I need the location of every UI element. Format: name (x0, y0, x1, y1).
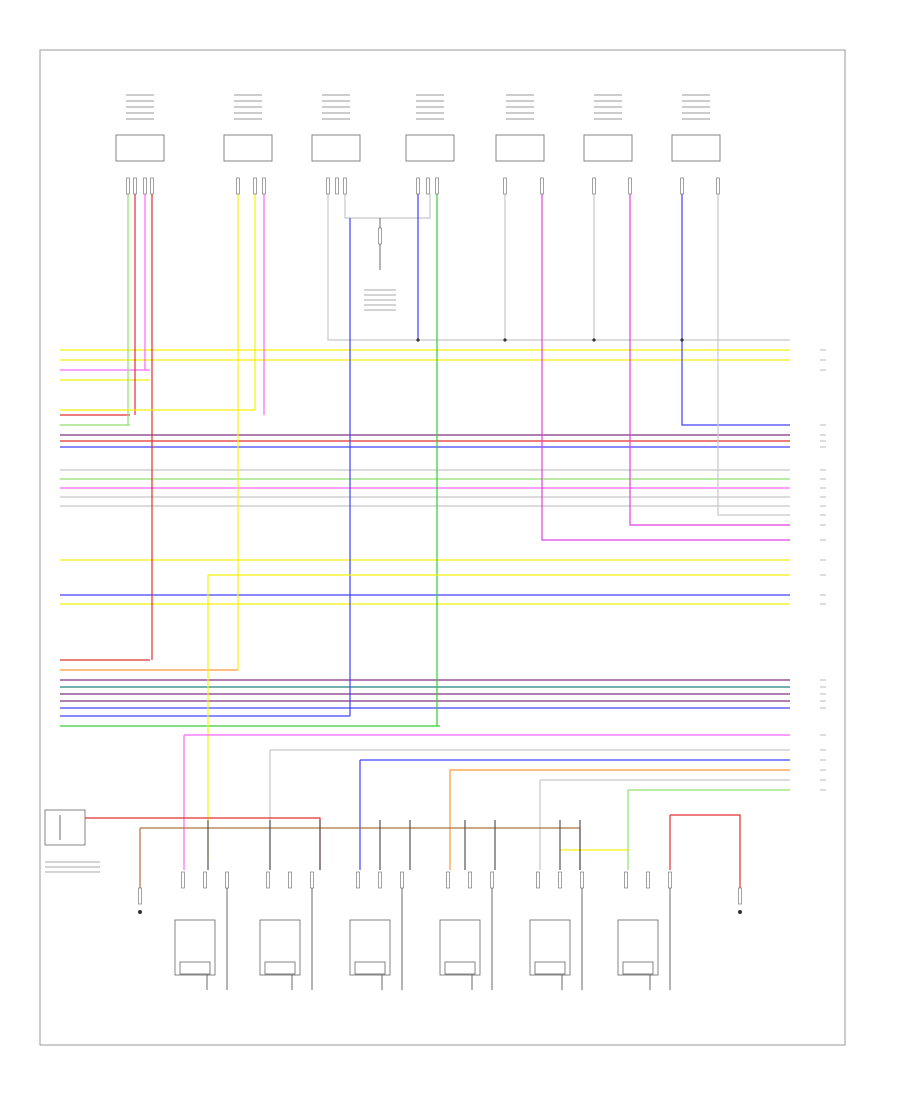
relay-box (44, 809, 86, 846)
bottom-component-window-4 (444, 961, 476, 975)
network-bus-wire (327, 194, 790, 341)
bottom-connector-5 (536, 871, 540, 889)
bottom-connector-5 (580, 871, 584, 889)
bottom-connector-5 (558, 871, 562, 889)
top-module-3 (311, 134, 361, 162)
bottom-connector-6 (624, 871, 628, 889)
wire (717, 194, 790, 516)
top-connector-3 (326, 177, 330, 195)
splice-dot (680, 338, 684, 342)
bottom-connector-2 (266, 871, 270, 889)
top-connector-3 (343, 177, 347, 195)
wire (681, 194, 790, 426)
bottom-connector-6 (646, 871, 650, 889)
left-fuse-connector (138, 887, 142, 905)
right-fuse-terminal (738, 910, 742, 914)
splice-dot (416, 338, 420, 342)
bottom-connector-4 (490, 871, 494, 889)
bottom-connector-3 (400, 871, 404, 889)
bottom-component-window-6 (622, 961, 654, 975)
top-connector-5 (540, 177, 544, 195)
top-connector-1 (133, 177, 137, 195)
top-connector-7 (716, 177, 720, 195)
top-module-5 (495, 134, 545, 162)
top-connector-2 (262, 177, 266, 195)
top-module-4 (405, 134, 455, 162)
ground-connector (378, 227, 382, 245)
diagram-frame (39, 49, 846, 1046)
splice-dot (503, 338, 507, 342)
wires-layer (60, 194, 790, 900)
top-connector-7 (680, 177, 684, 195)
bottom-component-window-2 (264, 961, 296, 975)
top-connector-4 (416, 177, 420, 195)
bottom-connector-2 (288, 871, 292, 889)
bottom-connector-6 (668, 871, 672, 889)
top-module-7 (671, 134, 721, 162)
bottom-connector-1 (225, 871, 229, 889)
top-connector-6 (592, 177, 596, 195)
labels-layer (45, 94, 826, 873)
top-connector-1 (126, 177, 130, 195)
bottom-connector-1 (203, 871, 207, 889)
bottom-connector-3 (378, 871, 382, 889)
wire (670, 814, 741, 900)
components-layer (44, 134, 742, 990)
bottom-connector-4 (446, 871, 450, 889)
top-connector-6 (628, 177, 632, 195)
splice-dot (592, 338, 596, 342)
top-connector-5 (503, 177, 507, 195)
bottom-connector-4 (468, 871, 472, 889)
top-connector-4 (426, 177, 430, 195)
wire (541, 194, 790, 541)
wire (629, 194, 790, 526)
top-connector-2 (236, 177, 240, 195)
bottom-component-window-1 (179, 961, 211, 975)
bottom-connector-3 (356, 871, 360, 889)
bottom-connector-1 (181, 871, 185, 889)
top-module-6 (583, 134, 633, 162)
top-connector-1 (143, 177, 147, 195)
top-module-2 (223, 134, 273, 162)
network-link-wire (344, 194, 431, 219)
top-connector-4 (435, 177, 439, 195)
wire (60, 194, 256, 411)
top-connector-3 (335, 177, 339, 195)
left-fuse-terminal (138, 910, 142, 914)
bottom-connector-2 (310, 871, 314, 889)
top-connector-1 (150, 177, 154, 195)
bottom-component-window-3 (354, 961, 386, 975)
top-module-1 (115, 134, 165, 162)
right-fuse-connector (738, 887, 742, 905)
top-connector-2 (253, 177, 257, 195)
bottom-component-window-5 (534, 961, 566, 975)
